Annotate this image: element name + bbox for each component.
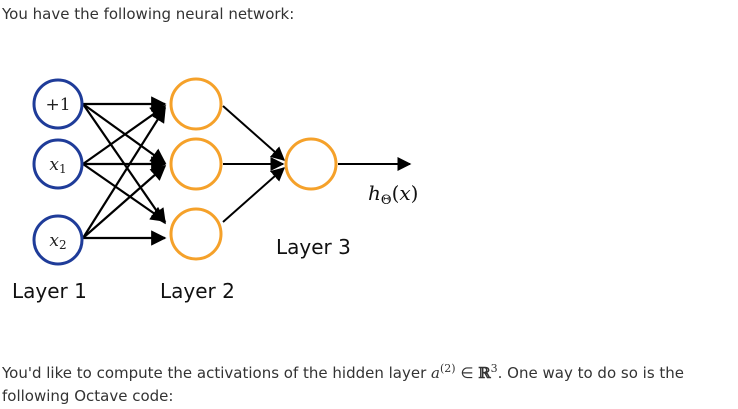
edges-layer1-to-layer2	[82, 96, 167, 246]
input-node-bias	[32, 78, 84, 130]
edge	[82, 163, 167, 222]
edges-layer2-to-layer3	[222, 105, 286, 223]
output-node	[284, 137, 338, 191]
edge	[82, 106, 166, 239]
real-space-symbol: ℝ3	[478, 362, 498, 382]
input-node-subscript: 1	[59, 162, 67, 176]
layer1-nodes: +1 x1 x2	[32, 78, 84, 266]
layer2-nodes	[169, 77, 223, 261]
hidden-node-2	[169, 137, 223, 191]
layer-label-2: Layer 2	[160, 279, 235, 303]
layer-label-1: Layer 1	[12, 279, 87, 303]
input-node-subscript: 2	[59, 238, 67, 252]
activation-description: You'd like to compute the activations of…	[2, 357, 732, 408]
layer-label-3: Layer 3	[276, 235, 351, 259]
input-node-x1	[32, 138, 84, 190]
edge	[222, 167, 286, 223]
hidden-node-3	[169, 207, 223, 261]
output-label: hΘ(x)	[368, 181, 418, 208]
edge	[82, 164, 167, 239]
description-before: You'd like to compute the activations of…	[2, 364, 432, 382]
neural-network-diagram: +1 x1 x2 hΘ(x) Layer 1 Layer 2 Layer 3	[12, 77, 418, 303]
edge	[222, 105, 286, 161]
intro-text: You have the following neural network:	[2, 5, 295, 23]
input-node-label: +1	[45, 95, 70, 115]
input-node-x2	[32, 214, 84, 266]
element-of-symbol: ∈	[455, 364, 479, 382]
edge	[82, 103, 167, 164]
description-after: . One way to do so is the following Octa…	[2, 364, 685, 405]
hidden-node-1	[169, 77, 223, 131]
activation-symbol: a(2)	[431, 362, 456, 382]
